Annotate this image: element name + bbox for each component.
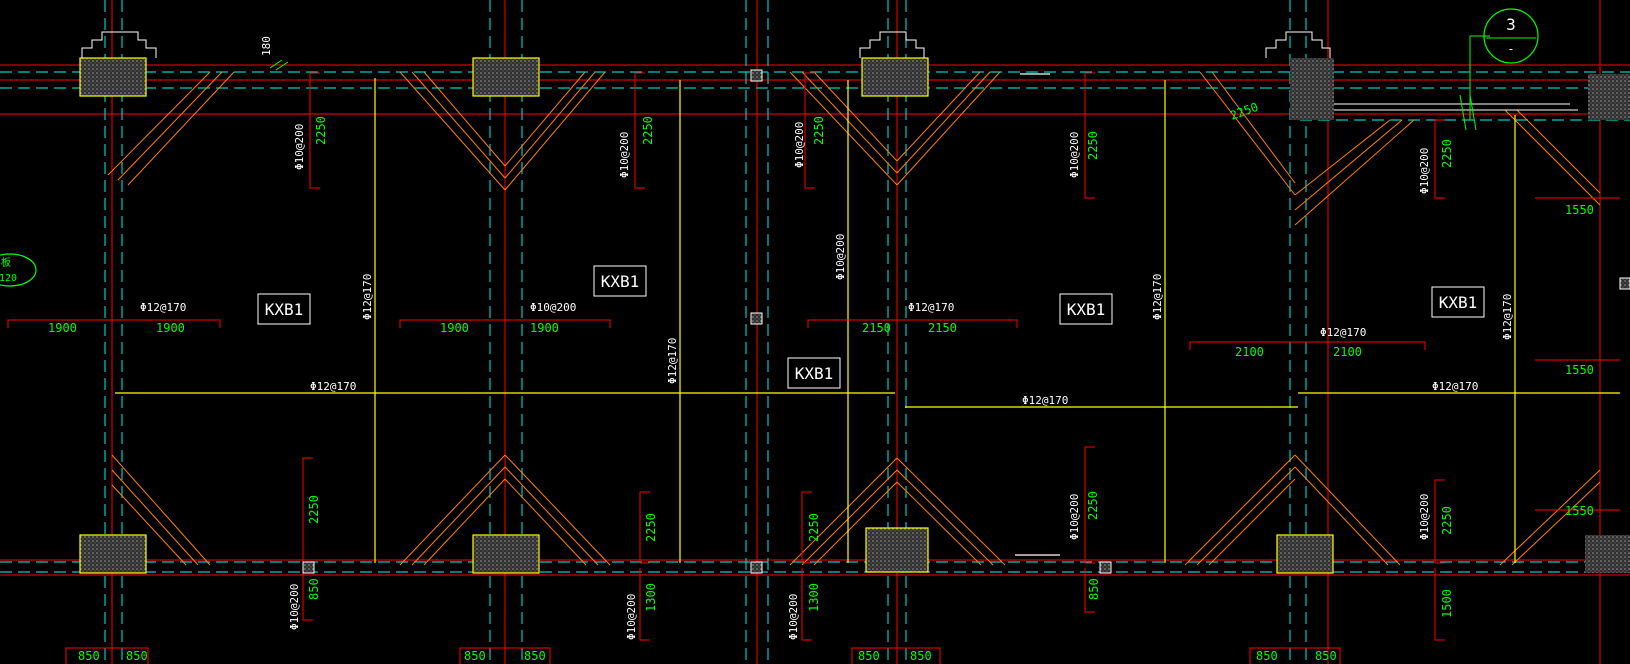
grid-axis-bubble: 3 -: [1483, 8, 1539, 64]
span-length: 1900: [440, 321, 469, 335]
edge-dim: 850: [78, 649, 100, 663]
support-length: 2250: [812, 116, 826, 145]
support-length: 2250: [1440, 506, 1454, 535]
slab-label-kxb1: KXB1: [1067, 300, 1106, 319]
rebar-label: Φ12@170: [361, 274, 374, 320]
rebar-label: Φ12@170: [140, 301, 186, 314]
span-length: 2150: [862, 321, 891, 335]
span-length: 2100: [1235, 345, 1264, 359]
section-detail: [269, 35, 1578, 131]
support-rebar-label: Φ10@200: [834, 234, 847, 280]
edge-dim: 850: [126, 649, 148, 663]
edge-dim: 850: [464, 649, 486, 663]
rebar-label: Φ10@200: [530, 301, 576, 314]
support-rebar-label: Φ10@200: [1418, 148, 1431, 194]
span-length: 1550: [1565, 203, 1594, 217]
slab-label-kxb1: KXB1: [1439, 293, 1478, 312]
rebar-label: Φ12@170: [908, 301, 954, 314]
support-rebar-label: Φ10@200: [625, 594, 638, 640]
support-rebar-label: Φ10@200: [1068, 132, 1081, 178]
edge-dim: 850: [1256, 649, 1278, 663]
support-rebar-label: Φ10@200: [293, 124, 306, 170]
edge-dim: 1300: [807, 583, 821, 612]
support-length: 2250: [807, 513, 821, 542]
slab-label-kxb1: KXB1: [265, 300, 304, 319]
slab-labels: [257, 265, 1485, 389]
edge-dim: 850: [307, 578, 321, 600]
span-length: 2150: [928, 321, 957, 335]
span-length: 1900: [48, 321, 77, 335]
left-note-bubble: 板 120: [0, 253, 37, 287]
edge-dim: 1300: [644, 583, 658, 612]
support-length: 2250: [1086, 131, 1100, 160]
support-rebar-label: Φ10@200: [1418, 494, 1431, 540]
top-dim: 180: [260, 36, 273, 56]
rebar-label: Φ12@170: [1320, 326, 1366, 339]
support-length: 2250: [1228, 100, 1260, 123]
support-rebar-label: Φ10@200: [787, 594, 800, 640]
slab-label-kxb1: KXB1: [601, 272, 640, 291]
rebar-label: Φ12@170: [1022, 394, 1068, 407]
support-length: 2250: [644, 513, 658, 542]
support-length: 2250: [307, 495, 321, 524]
span-length: 1900: [530, 321, 559, 335]
rebar-label: Φ12@170: [310, 380, 356, 393]
edge-dim: 850: [524, 649, 546, 663]
grid-bubble-number: 3: [1506, 15, 1516, 34]
support-length: 2250: [641, 116, 655, 145]
edge-dim: 850: [1315, 649, 1337, 663]
support-length: 2250: [1440, 139, 1454, 168]
opening-markers: [302, 69, 1630, 574]
edge-dim: 850: [858, 649, 880, 663]
left-bubble-char: 板: [1, 256, 11, 269]
rebar-label: Φ12@170: [1501, 294, 1514, 340]
edge-dim: 850: [910, 649, 932, 663]
columns: [79, 57, 1630, 574]
grid-bubble-sub: -: [1507, 42, 1514, 56]
left-bubble-value: 120: [0, 273, 17, 284]
support-length: 2250: [1086, 491, 1100, 520]
span-length: 1550: [1565, 363, 1594, 377]
support-rebar-label: Φ10@200: [288, 584, 301, 630]
main-rebar-lines: [115, 73, 1620, 563]
rebar-label: Φ12@170: [1151, 274, 1164, 320]
support-rebar-label: Φ10@200: [1068, 494, 1081, 540]
span-length: 2100: [1333, 345, 1362, 359]
span-length: 1900: [156, 321, 185, 335]
support-length: 2250: [314, 116, 328, 145]
edge-dim: 850: [1087, 578, 1101, 600]
span-length: 1550: [1565, 504, 1594, 518]
edge-dim: 1500: [1440, 589, 1454, 618]
column-caps: [81, 31, 1331, 58]
rebar-label: Φ12@170: [666, 338, 679, 384]
support-rebar-lines: [7, 72, 1620, 664]
slab-label-kxb1: KXB1: [795, 364, 834, 383]
support-rebar-label: Φ10@200: [618, 132, 631, 178]
support-rebar-label: Φ10@200: [793, 122, 806, 168]
rebar-label: Φ12@170: [1432, 380, 1478, 393]
haunch-lines: [107, 71, 1601, 566]
